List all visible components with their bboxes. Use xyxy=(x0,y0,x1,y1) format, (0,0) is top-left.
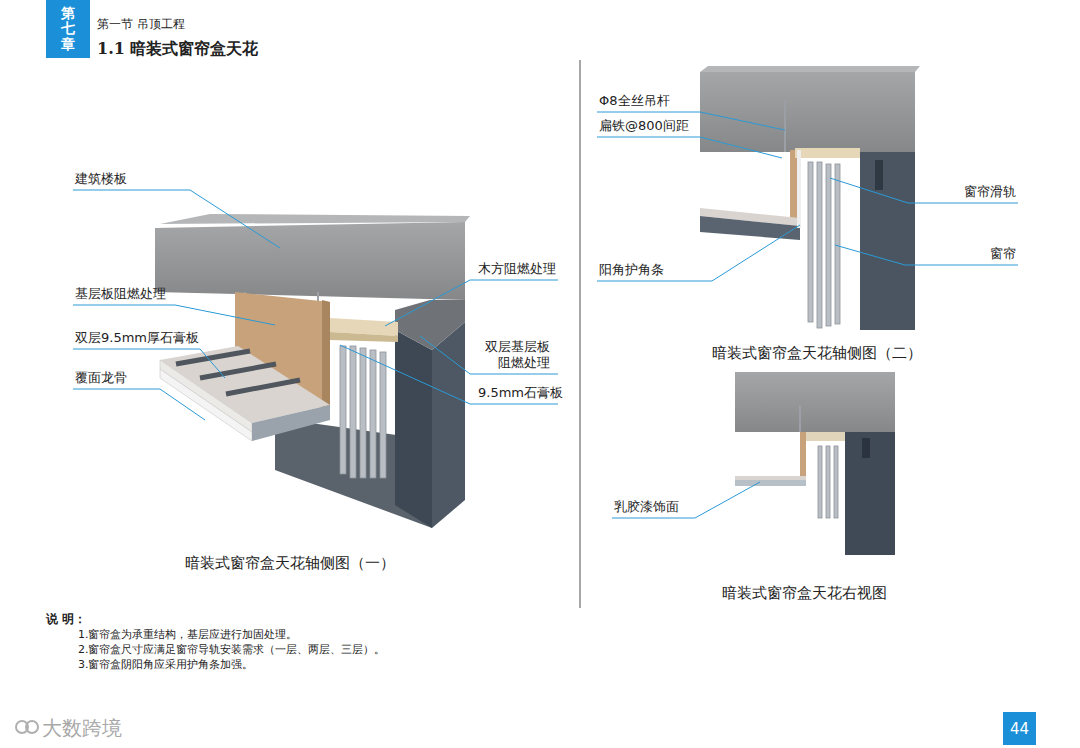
note-line: 1.窗帘盒为承重结构，基层应进行加固处理。 xyxy=(78,628,298,642)
figure-caption: 暗装式窗帘盒天花右视图 xyxy=(722,584,887,603)
chapter-tab: 第七章 xyxy=(46,0,90,58)
callout-label: Φ8全丝吊杆 xyxy=(599,93,670,109)
callout-label: 窗帘 xyxy=(990,246,1016,262)
callout-label: 窗帘滑轨 xyxy=(964,184,1016,200)
callout-label: 9.5mm石膏板 xyxy=(478,385,563,401)
note-line: 3.窗帘盒阴阳角应采用护角条加强。 xyxy=(78,658,254,672)
page-number: 44 xyxy=(1003,712,1036,745)
callout-label: 扁铁@800间距 xyxy=(599,118,689,134)
chapter-tab-text: 第七章 xyxy=(61,6,75,52)
callout-label: 覆面龙骨 xyxy=(75,370,127,386)
callout-label: 建筑楼板 xyxy=(75,171,127,187)
section-header: 第一节 吊顶工程 xyxy=(97,17,185,32)
page-title: 1.1 暗装式窗帘盒天花 xyxy=(97,39,258,59)
callout-label: 乳胶漆饰面 xyxy=(614,499,679,515)
callout-label: 木方阻燃处理 xyxy=(478,261,556,277)
callout-label: 双层9.5mm厚石膏板 xyxy=(75,330,199,346)
notes-heading: 说 明： xyxy=(46,612,86,627)
watermark: 大数跨境 xyxy=(42,716,122,741)
callout-label: 阳角护角条 xyxy=(599,262,664,278)
page-number-text: 44 xyxy=(1010,720,1029,738)
figure-caption: 暗装式窗帘盒天花轴侧图（二） xyxy=(712,344,922,363)
note-line: 2.窗帘盒尺寸应满足窗帘导轨安装需求（一层、两层、三层）。 xyxy=(78,643,386,657)
figure-caption: 暗装式窗帘盒天花轴侧图（一） xyxy=(185,554,395,573)
callout-label: 双层基层板 阻燃处理 xyxy=(478,339,550,371)
callout-label: 基层板阻燃处理 xyxy=(75,286,166,302)
